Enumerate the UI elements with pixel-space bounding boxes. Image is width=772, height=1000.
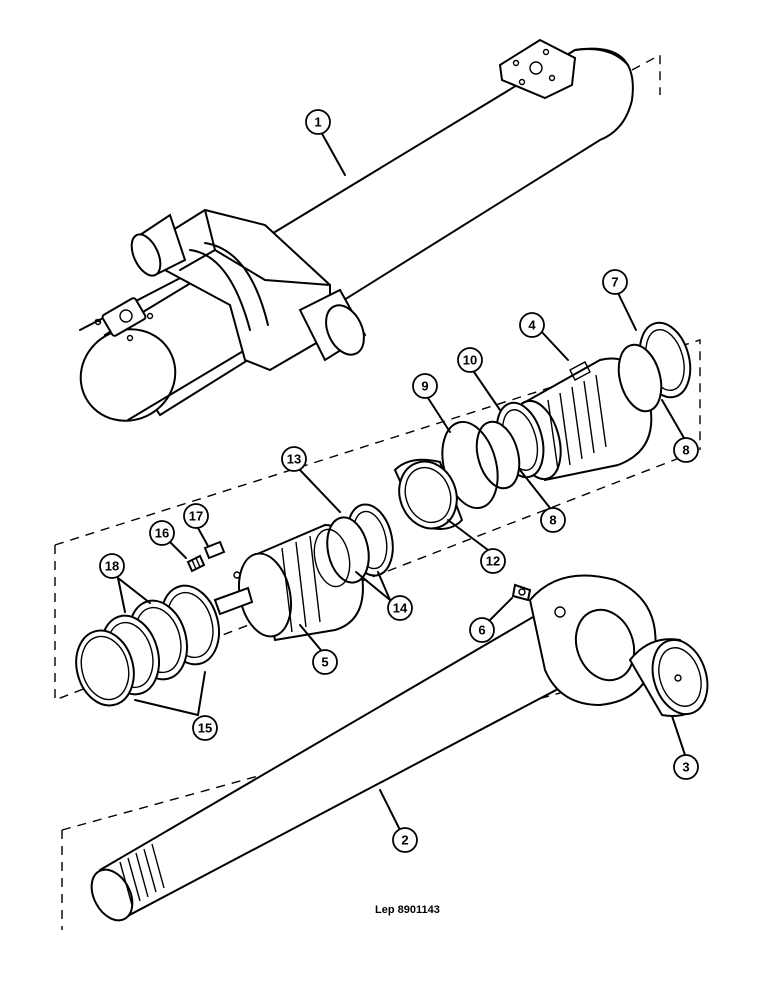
callout-18: 18: [99, 553, 125, 579]
callout-label: 13: [287, 452, 301, 467]
callout-label: 12: [486, 554, 500, 569]
callout-17: 17: [183, 503, 209, 529]
callout-label: 14: [393, 601, 408, 616]
callout-label: 5: [321, 655, 328, 670]
callout-label: 4: [528, 318, 536, 333]
backup-ring-12: [393, 458, 464, 530]
callout-5: 5: [312, 649, 338, 675]
seal-ring-13-14: [313, 503, 394, 588]
callout-1: 1: [305, 109, 331, 135]
callout-16: 16: [149, 520, 175, 546]
callout-6: 6: [469, 617, 495, 643]
callout-label: 6: [478, 623, 485, 638]
callout-13: 13: [281, 446, 307, 472]
callout-4: 4: [519, 312, 545, 338]
callout-9: 9: [412, 373, 438, 399]
callout-label: 15: [198, 721, 212, 736]
callout-label: 8: [682, 443, 689, 458]
callout-8-lower: 8: [540, 507, 566, 533]
drawing-reference: Lep 8901143: [375, 904, 440, 916]
leader-lines: [117, 129, 686, 831]
grease-nipple: [511, 583, 532, 602]
callout-label: 10: [463, 353, 477, 368]
callout-10: 10: [457, 347, 483, 373]
seal-ring-8-upper: [617, 343, 663, 413]
cylinder-barrel: [79, 38, 634, 422]
piston-rings-15-18: [75, 584, 220, 707]
callout-14: 14: [387, 595, 413, 621]
set-screw-16: [186, 554, 206, 573]
callout-label: 9: [421, 379, 428, 394]
callout-7: 7: [602, 269, 628, 295]
callout-label: 16: [155, 526, 169, 541]
callout-label: 18: [105, 559, 119, 574]
callout-label: 3: [682, 760, 689, 775]
pin-17: [203, 540, 226, 560]
callout-15: 15: [192, 715, 218, 741]
callout-label: 17: [189, 509, 203, 524]
piston-rod: [90, 574, 657, 922]
callout-label: 2: [401, 833, 408, 848]
callout-2: 2: [392, 827, 418, 853]
callout-label: 7: [611, 275, 618, 290]
callout-label: 8: [549, 513, 556, 528]
callout-3: 3: [673, 754, 699, 780]
group-boundary-upper: [54, 53, 701, 546]
callout-label: 1: [314, 115, 321, 130]
callout-8-upper: 8: [673, 437, 699, 463]
bushing: [628, 638, 709, 717]
callout-12: 12: [480, 548, 506, 574]
